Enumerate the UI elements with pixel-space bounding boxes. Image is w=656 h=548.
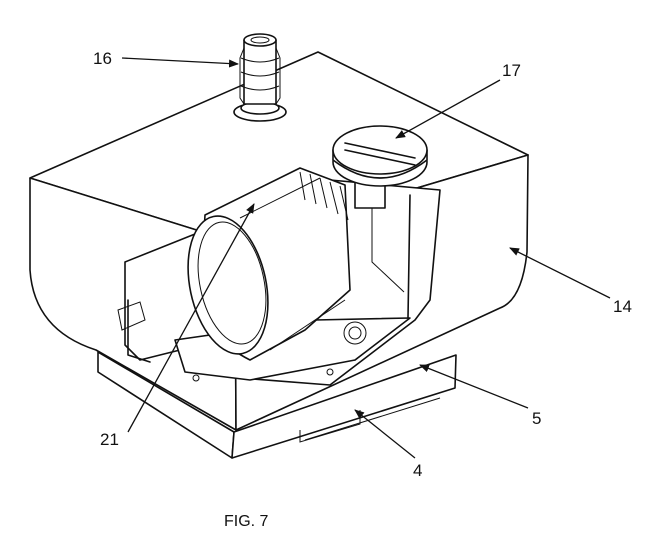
label-14: 14: [613, 297, 632, 316]
label-17: 17: [502, 61, 521, 80]
label-5: 5: [532, 409, 541, 428]
base-plate: [97, 351, 457, 459]
label-16: 16: [93, 49, 112, 68]
label-4: 4: [413, 461, 422, 480]
hose-connector: [233, 33, 287, 122]
figure-caption: FIG. 7: [224, 513, 269, 530]
pump-motor: [187, 167, 351, 361]
label-21: 21: [100, 430, 119, 449]
leader-lines: [121, 57, 611, 459]
